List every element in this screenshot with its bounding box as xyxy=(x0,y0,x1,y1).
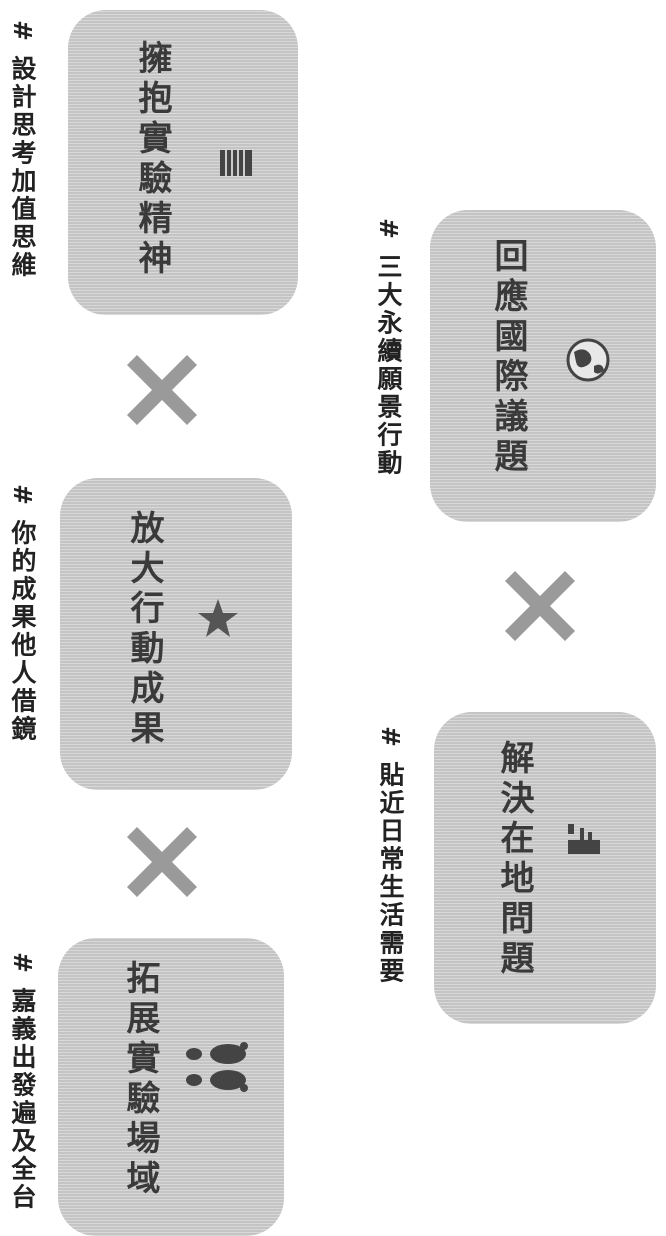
card-title-expand-field: 拓展實驗場域 xyxy=(120,960,160,1200)
card-amplify-results xyxy=(60,478,292,790)
tag-design-thinking: # 設計思考加值思維 xyxy=(8,20,37,280)
cross-icon xyxy=(505,571,575,641)
footprints-icon xyxy=(186,1042,248,1092)
cross-icon xyxy=(127,827,197,897)
star-icon xyxy=(198,599,238,637)
card-solve-local xyxy=(434,712,656,1024)
card-title-respond-international: 回應國際議題 xyxy=(488,238,528,478)
card-embrace-experiment xyxy=(68,10,298,315)
globe-icon xyxy=(566,338,610,382)
card-title-embrace-experiment: 擁抱實驗精神 xyxy=(132,40,172,280)
book-icon xyxy=(220,150,252,176)
tag-results-reference: # 你的成果他人借鏡 xyxy=(8,484,37,744)
tag-sustainability-vision: # 三大永續願景行動 xyxy=(374,218,403,478)
card-title-amplify-results: 放大行動成果 xyxy=(124,510,164,750)
cross-icon xyxy=(127,355,197,425)
card-title-solve-local: 解決在地問題 xyxy=(494,740,534,980)
tag-daily-life: # 貼近日常生活需要 xyxy=(376,726,405,986)
map-pin-icon xyxy=(568,824,600,854)
card-respond-international xyxy=(430,210,656,522)
tag-nationwide: # 嘉義出發遍及全台 xyxy=(8,952,37,1212)
